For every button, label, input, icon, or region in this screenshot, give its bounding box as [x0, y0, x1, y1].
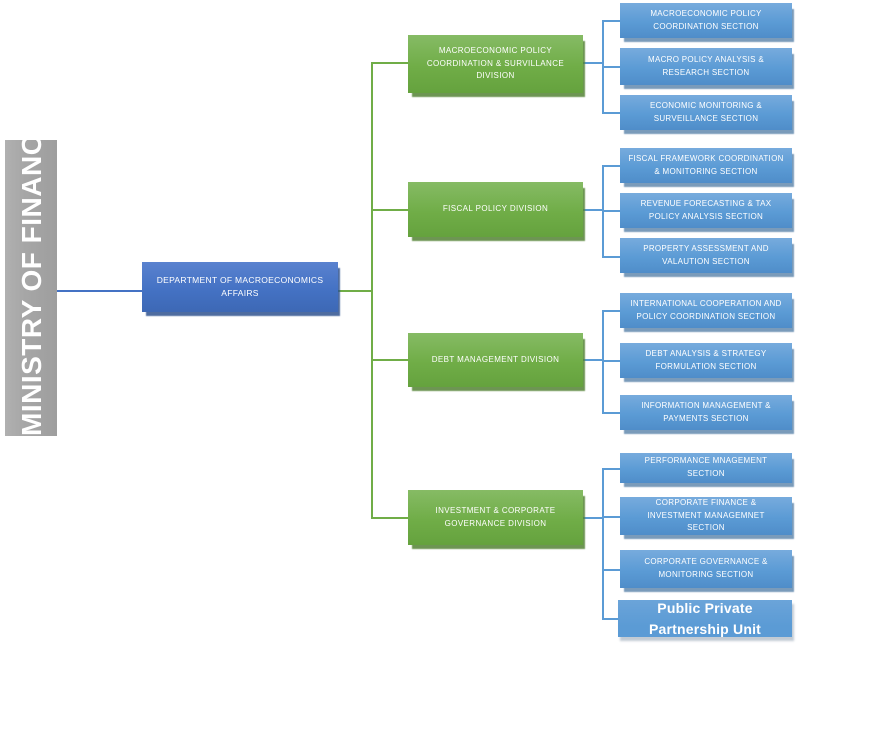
division-label: INVESTMENT & CORPORATE GOVERNANCE DIVISI…: [435, 505, 556, 528]
section-label: REVENUE FORECASTING & TAX POLICY ANALYSI…: [640, 198, 772, 221]
node-section-revenue-forecasting-tax-policy: REVENUE FORECASTING & TAX POLICY ANALYSI…: [620, 193, 792, 228]
connector-div4-spine: [602, 468, 604, 620]
node-section-fiscal-framework-coordination: FISCAL FRAMEWORK COORDINATION & MONITORI…: [620, 148, 792, 183]
node-section-macro-policy-analysis-research: MACRO POLICY ANALYSIS & RESEARCH SECTION: [620, 48, 792, 85]
connector-div4-s1: [602, 468, 620, 470]
division-label: FISCAL POLICY DIVISION: [442, 204, 549, 214]
connector-div1-s1: [602, 20, 620, 22]
connector-div3-s3: [602, 412, 620, 414]
connector-division-2: [371, 209, 408, 211]
connector-div3-s2: [602, 360, 620, 362]
connector-division-4: [371, 517, 408, 519]
connector-div2-s1: [602, 165, 620, 167]
connector-div4-out: [583, 517, 603, 519]
division-label: MACROECONOMIC POLICY COORDINATION & SURV…: [426, 45, 565, 81]
node-section-property-assessment-valuation: PROPERTY ASSESSMENT AND VALAUTION SECTIO…: [620, 238, 792, 273]
connector-div1-s3: [602, 112, 620, 114]
node-section-international-cooperation: INTERNATIONAL COOPERATION AND POLICY COO…: [620, 293, 792, 328]
connector-div2-s2: [602, 210, 620, 212]
connector-division-1: [371, 62, 408, 64]
node-division-fiscal-policy: FISCAL POLICY DIVISION: [408, 182, 583, 237]
node-section-debt-analysis-strategy: DEBT ANALYSIS & STRATEGY FORMULATION SEC…: [620, 343, 792, 378]
connector-div4-s4: [602, 618, 620, 620]
connector-div3-s1: [602, 310, 620, 312]
connector-division-spine: [371, 62, 373, 519]
node-section-macro-policy-coordination: MACROECONOMIC POLICY COORDINATION SECTIO…: [620, 3, 792, 38]
connector-div1-out: [583, 62, 603, 64]
section-label: INFORMATION MANAGEMENT & PAYMENTS SECTIO…: [641, 400, 771, 423]
section-label: PROPERTY ASSESSMENT AND VALAUTION SECTIO…: [643, 243, 769, 266]
node-division-macroeconomic-policy: MACROECONOMIC POLICY COORDINATION & SURV…: [408, 35, 583, 93]
section-label: MACRO POLICY ANALYSIS & RESEARCH SECTION: [648, 54, 764, 77]
node-section-corporate-governance-monitoring: CORPORATE GOVERNANCE & MONITORING SECTIO…: [620, 550, 792, 588]
ministry-banner-label: MINISTRY OF FINANCE: [16, 140, 47, 436]
connector-div4-s2: [602, 516, 620, 518]
connector-div2-s3: [602, 256, 620, 258]
node-section-public-private-partnership-unit: Public Private Partnership Unit: [618, 600, 792, 637]
section-label: FISCAL FRAMEWORK COORDINATION & MONITORI…: [628, 153, 784, 176]
section-label: MACROECONOMIC POLICY COORDINATION SECTIO…: [650, 8, 762, 31]
division-label: DEBT MANAGEMENT DIVISION: [431, 354, 560, 364]
node-section-information-management-payments: INFORMATION MANAGEMENT & PAYMENTS SECTIO…: [620, 395, 792, 430]
section-label: DEBT ANALYSIS & STRATEGY FORMULATION SEC…: [645, 348, 767, 371]
connector-div3-out: [583, 359, 603, 361]
node-section-performance-management: PERFORMANCE MNAGEMENT SECTION: [620, 453, 792, 483]
section-label: CORPORATE FINANCE & INVESTMENT MANAGEMNE…: [647, 497, 765, 533]
node-division-debt-management: DEBT MANAGEMENT DIVISION: [408, 333, 583, 387]
section-label: Public Private Partnership Unit: [648, 600, 762, 637]
node-section-corporate-finance-investment: CORPORATE FINANCE & INVESTMENT MANAGEMNE…: [620, 497, 792, 535]
connector-div2-out: [583, 209, 603, 211]
connector-department-spine: [338, 290, 372, 292]
connector-div3-spine: [602, 310, 604, 414]
connector-div4-s3: [602, 569, 620, 571]
connector-ministry-department: [57, 290, 142, 292]
section-label: ECONOMIC MONITORING & SURVEILLANCE SECTI…: [650, 100, 762, 123]
section-label: CORPORATE GOVERNANCE & MONITORING SECTIO…: [644, 557, 768, 579]
node-division-investment-corporate-governance: INVESTMENT & CORPORATE GOVERNANCE DIVISI…: [408, 490, 583, 545]
node-section-economic-monitoring-surveillance: ECONOMIC MONITORING & SURVEILLANCE SECTI…: [620, 95, 792, 130]
connector-div1-s2: [602, 66, 620, 68]
section-label: INTERNATIONAL COOPERATION AND POLICY COO…: [630, 298, 782, 321]
section-label: PERFORMANCE MNAGEMENT SECTION: [644, 456, 768, 478]
ministry-banner: MINISTRY OF FINANCE: [5, 140, 57, 436]
connector-division-3: [371, 359, 408, 361]
node-department-label: DEPARTMENT OF MACROECONOMICS AFFAIRS: [156, 275, 324, 298]
node-department: DEPARTMENT OF MACROECONOMICS AFFAIRS: [142, 262, 338, 312]
